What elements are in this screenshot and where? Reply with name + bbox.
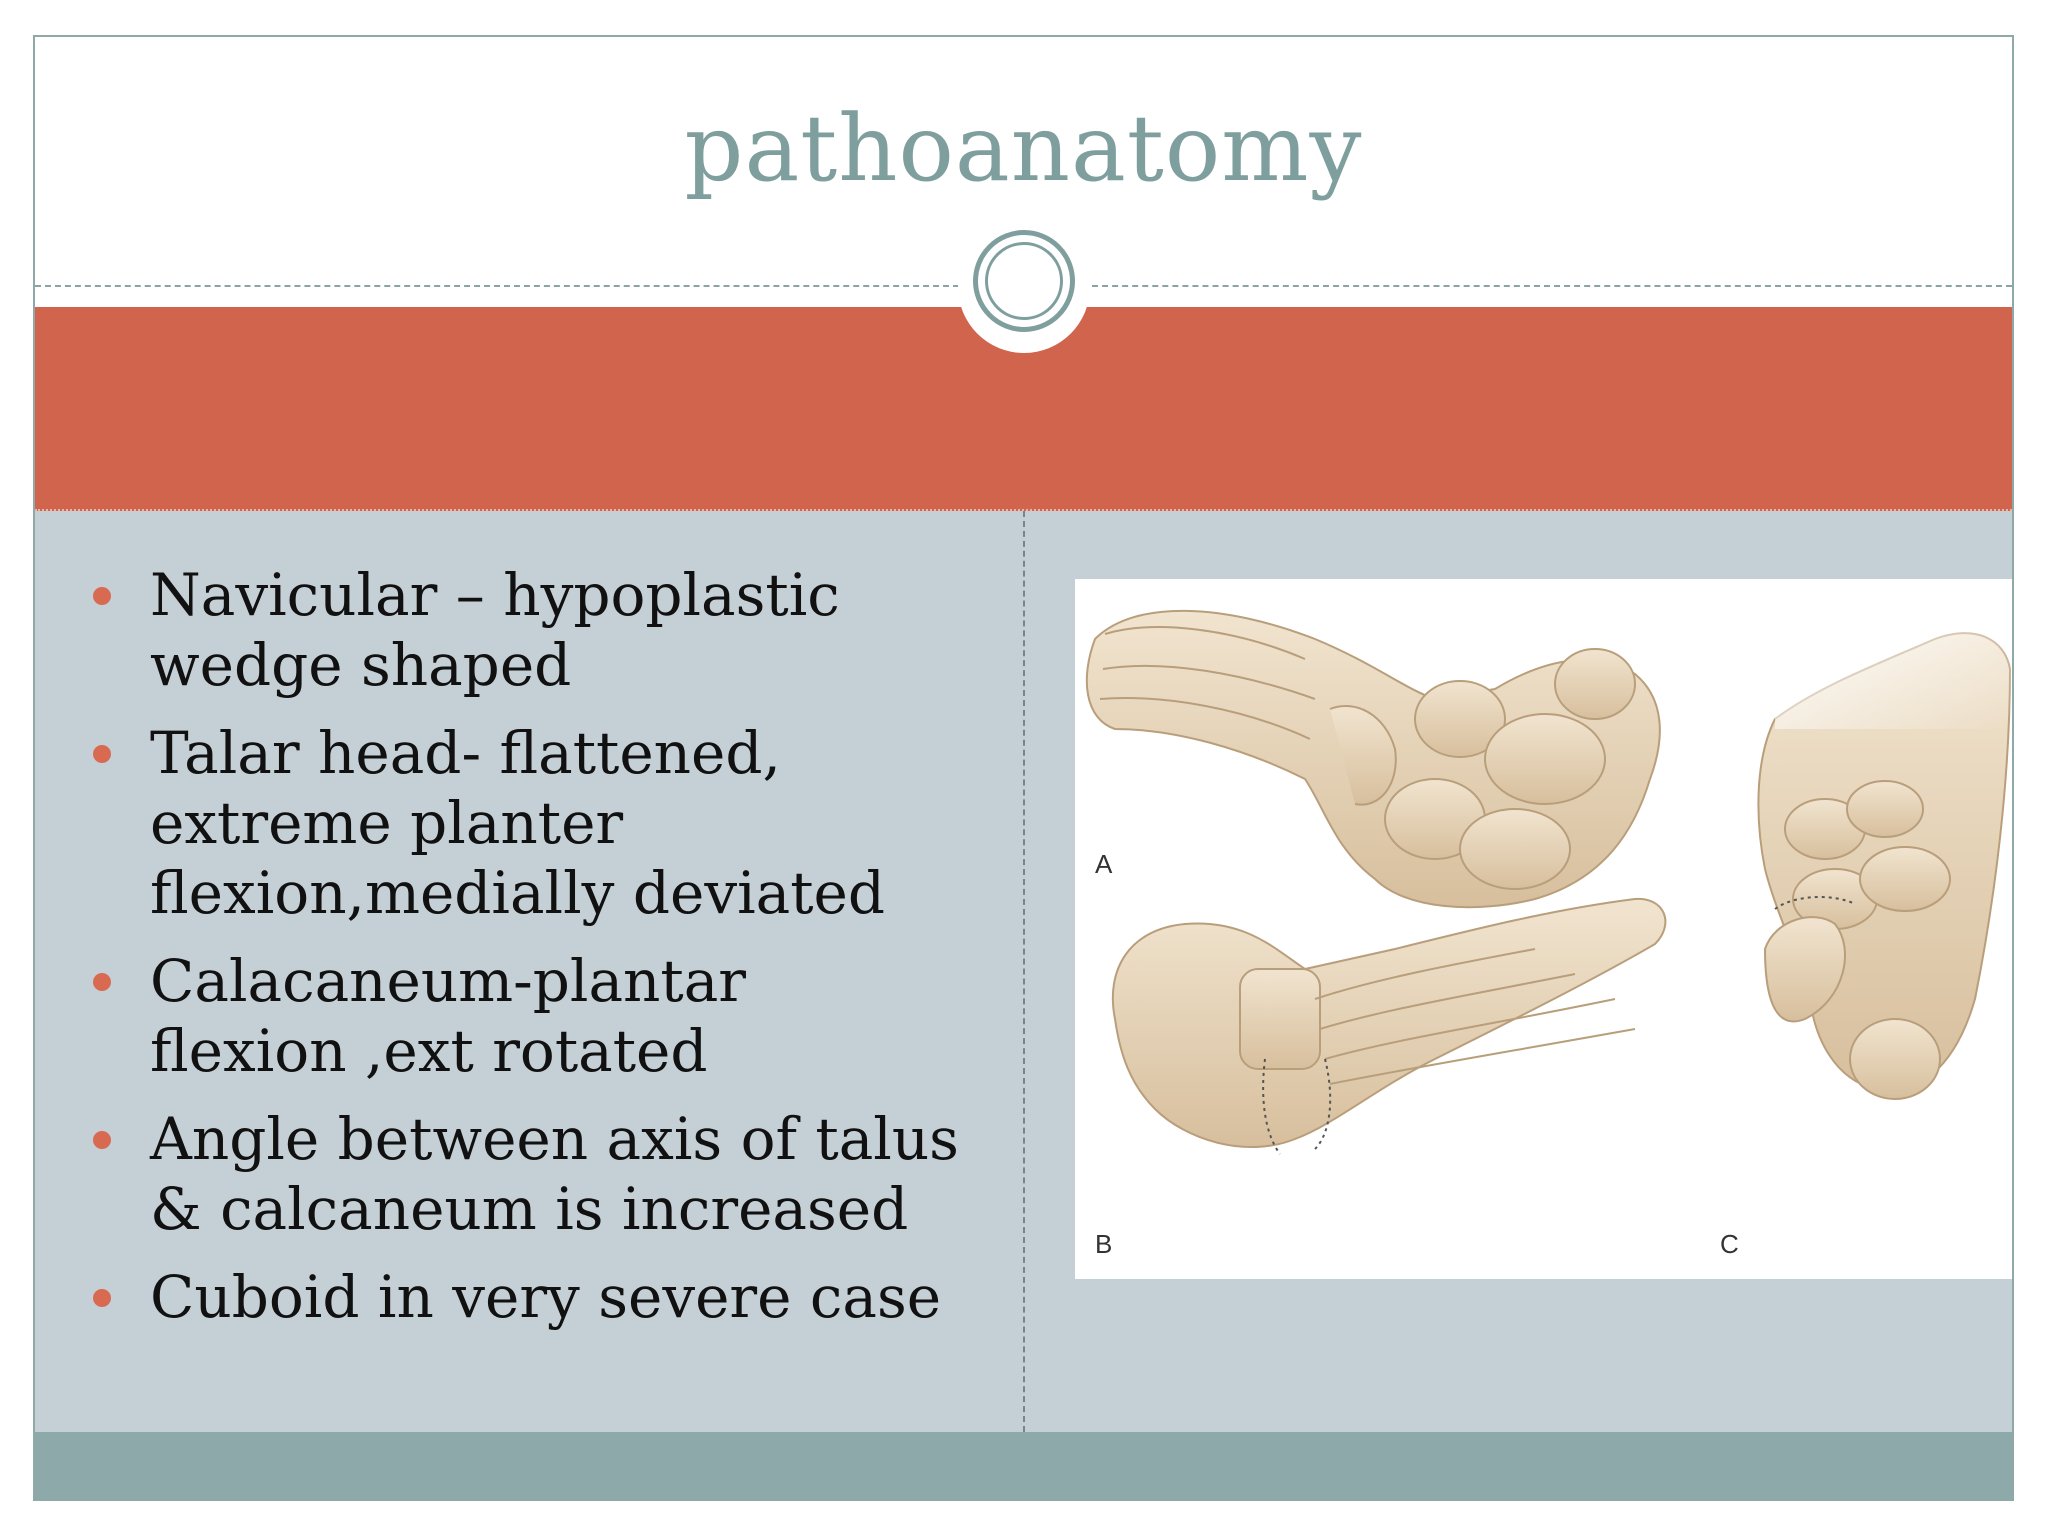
bullet-text-line: Calacaneum-plantar: [150, 947, 747, 1015]
bullet-text-line: Talar head- flattened,: [150, 719, 781, 787]
bullet-item: Talar head- flattened, extreme planter f…: [90, 718, 970, 928]
column-divider: [1023, 511, 1025, 1432]
bullet-text-line: flexion ,ext rotated: [150, 1017, 708, 1085]
panel-label-b: B: [1095, 1229, 1113, 1259]
bullet-dot-icon: [93, 1131, 111, 1149]
bullet-text-line: & calcaneum is increased: [150, 1175, 909, 1243]
panel-a-foot-lateral: [1085, 609, 1661, 909]
panel-label-c: C: [1720, 1229, 1739, 1259]
foot-bones-drawing: [1085, 579, 2012, 1155]
bullet-text-line: extreme planter: [150, 789, 624, 857]
foot-bones-illustration: A B C: [1075, 579, 2012, 1279]
bullet-dot-icon: [93, 1289, 111, 1307]
panel-c-foot-dorsal: [1757, 632, 2012, 1100]
bullet-item: Calacaneum-plantar flexion ,ext rotated: [90, 946, 970, 1086]
panel-label-a: A: [1095, 849, 1113, 879]
panel-b-foot-medial: [1111, 897, 1667, 1155]
title-divider-right: [1092, 285, 2012, 287]
bullet-text-line: wedge shaped: [150, 631, 572, 699]
bullet-list: Navicular – hypoplastic wedge shaped Tal…: [90, 560, 970, 1350]
footer-bar: [35, 1432, 2012, 1499]
bullet-text-line: flexion,medially deviated: [150, 859, 885, 927]
bullet-dot-icon: [93, 973, 111, 991]
bullet-item: Angle between axis of talus & calcaneum …: [90, 1104, 970, 1244]
bullet-item: Navicular – hypoplastic wedge shaped: [90, 560, 970, 700]
bullet-text-line: Angle between axis of talus: [150, 1105, 959, 1173]
bullet-text-line: Navicular – hypoplastic: [150, 561, 840, 629]
circle-ornament-inner: [985, 242, 1063, 320]
accent-band-edge: [35, 509, 2012, 511]
title-divider-left: [35, 285, 959, 287]
bullet-text-line: Cuboid in very severe case: [150, 1263, 942, 1331]
bullet-item: Cuboid in very severe case: [90, 1262, 970, 1332]
slide-title: pathoanatomy: [684, 95, 1363, 202]
bullet-dot-icon: [93, 587, 111, 605]
bullet-dot-icon: [93, 745, 111, 763]
